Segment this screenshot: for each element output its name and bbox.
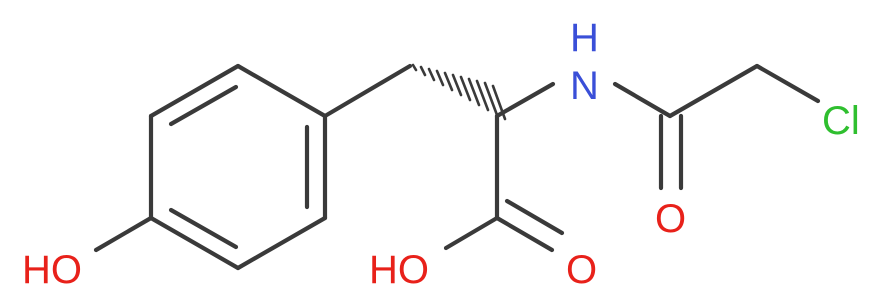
bond-alpha-n <box>494 81 556 119</box>
bond-phenol-o <box>93 215 154 253</box>
bond-ring-3 <box>235 215 328 271</box>
bond-cooh-o-double-2 <box>504 198 565 236</box>
amide-hydrogen-label: H <box>570 16 599 60</box>
bond-ring-inner-3 <box>168 207 239 250</box>
bond-ch2-cl <box>754 63 821 104</box>
bond-n-carbonyl <box>612 81 673 119</box>
bond-ring-ch2 <box>322 63 413 119</box>
bond-cooh-o-double-1 <box>494 215 555 253</box>
hashed-wedge-bond <box>411 63 507 121</box>
bond-cooh-oh <box>443 215 500 251</box>
bond-carbonyl-ch2 <box>667 63 760 119</box>
bond-ring-4 <box>148 215 241 271</box>
acid-hydroxyl-label: HO <box>369 248 429 292</box>
chlorine-label: Cl <box>822 99 860 143</box>
bond-ring-1 <box>235 63 328 119</box>
bond-ring-inner-1 <box>168 84 239 127</box>
acid-carbonyl-oxygen-label: O <box>566 248 597 292</box>
benzene-ring <box>148 63 328 271</box>
amide-carbonyl-oxygen-label: O <box>655 197 686 241</box>
amide-nitrogen-label: N <box>570 64 599 108</box>
bond-ring-6 <box>148 63 241 119</box>
phenol-hydroxyl-label: HO <box>22 248 82 292</box>
